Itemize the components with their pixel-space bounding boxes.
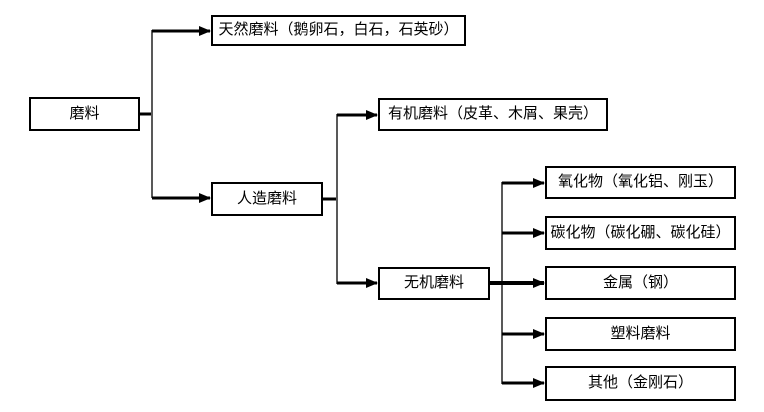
node-metal: 金属（钢） <box>545 266 736 300</box>
node-other-label: 其他（金刚石） <box>587 375 693 391</box>
node-natural-abrasive-label: 天然磨料（鹅卵石，白石，石英砂） <box>218 22 459 38</box>
node-inorganic-abrasive: 无机磨料 <box>378 267 490 300</box>
node-metal-label: 金属（钢） <box>602 274 678 291</box>
node-other: 其他（金刚石） <box>545 366 736 401</box>
node-plastic: 塑料磨料 <box>545 317 736 351</box>
node-organic-abrasive: 有机磨料（皮革、木屑、果壳） <box>378 98 608 131</box>
node-oxide: 氧化物（氧化铝、刚玉） <box>545 166 736 199</box>
node-artificial-abrasive-label: 人造磨料 <box>236 190 297 207</box>
node-carbide: 碳化物（碳化硼、碳化硅） <box>545 216 736 250</box>
node-artificial-abrasive: 人造磨料 <box>211 182 323 216</box>
node-abrasive-label: 磨料 <box>69 105 100 122</box>
node-natural-abrasive: 天然磨料（鹅卵石，白石，石英砂） <box>211 15 466 46</box>
node-inorganic-abrasive-label: 无机磨料 <box>403 275 464 291</box>
node-organic-abrasive-label: 有机磨料（皮革、木屑、果壳） <box>387 106 598 122</box>
node-carbide-label: 碳化物（碳化硼、碳化硅） <box>550 224 731 241</box>
node-abrasive: 磨料 <box>29 97 140 131</box>
node-plastic-label: 塑料磨料 <box>610 325 671 342</box>
node-oxide-label: 氧化物（氧化铝、刚玉） <box>557 174 723 190</box>
